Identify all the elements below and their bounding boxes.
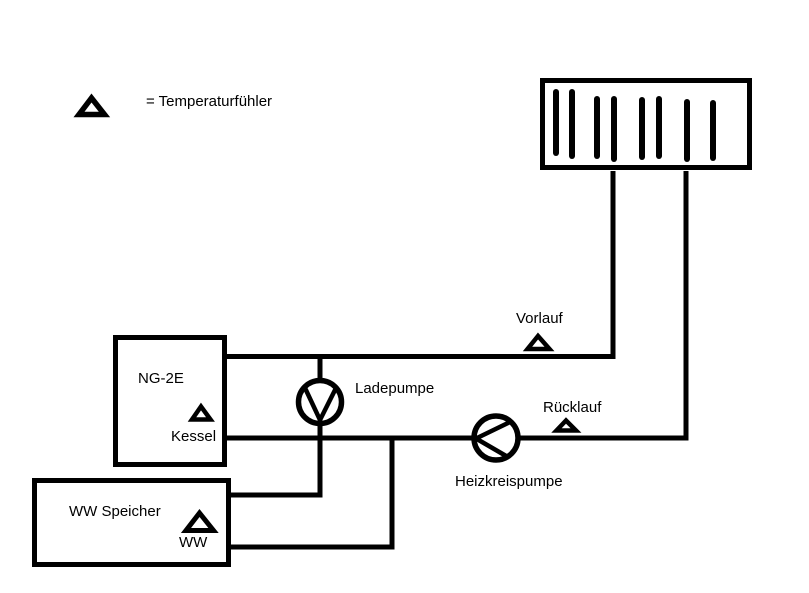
boiler-sensor-icon	[187, 402, 215, 422]
tank-return-branch-pipe	[229, 438, 395, 550]
charge-pump-impeller-icon	[303, 387, 338, 426]
legend-sensor-icon	[73, 93, 111, 118]
return-pipe	[227, 171, 689, 441]
heating-circuit-pump-label: Heizkreispumpe	[455, 473, 563, 490]
supply-label: Vorlauf	[516, 310, 563, 327]
return-sensor-icon	[551, 417, 582, 433]
storage-tank-box	[32, 478, 231, 567]
charge-pump-branch-pipe	[229, 356, 323, 498]
charge-pump-symbol	[295, 377, 345, 427]
boiler-box	[113, 335, 227, 467]
tank-sensor-label: WW	[179, 534, 208, 551]
charge-pump-label: Ladepumpe	[355, 380, 435, 397]
heating-circuit-pump-symbol	[471, 413, 521, 463]
return-label: Rücklauf	[543, 399, 602, 416]
legend-label: = Temperaturfühler	[146, 93, 273, 110]
tank-sensor-icon	[180, 508, 219, 533]
supply-sensor-icon	[522, 332, 555, 352]
boiler-name-label: NG-2E	[138, 370, 184, 387]
radiator-fins	[553, 89, 716, 162]
boiler-sensor-label: Kessel	[171, 428, 217, 445]
heating-circuit-pump-impeller-icon	[471, 420, 510, 459]
tank-name-label: WW Speicher	[69, 503, 161, 520]
supply-pipe	[227, 171, 616, 359]
